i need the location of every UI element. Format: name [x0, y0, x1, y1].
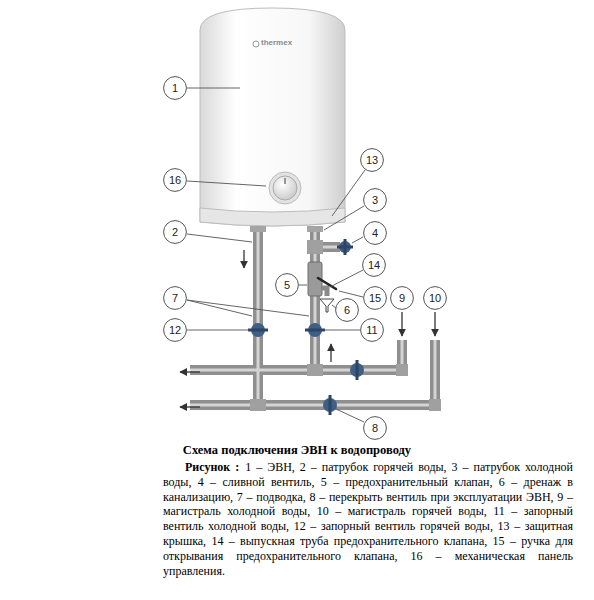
drain-funnel [320, 299, 334, 312]
callout-circle: 12 [163, 318, 187, 342]
callout-number: 7 [163, 286, 187, 310]
callout-circle: 9 [390, 286, 414, 310]
callout-number: 3 [363, 188, 387, 212]
flow-arrow [180, 371, 200, 372]
brand-logo: thermex [261, 38, 292, 47]
leader-line [187, 88, 240, 89]
callout-number: 13 [360, 148, 384, 172]
valve-handle [329, 395, 332, 415]
valve-handle [356, 360, 359, 380]
callout-circle: 8 [363, 416, 387, 440]
tee-fitting [396, 364, 408, 376]
callout-ring [391, 287, 414, 310]
callout-circle: 6 [335, 298, 359, 322]
protective-cover [200, 208, 345, 226]
valves [248, 239, 364, 415]
hot-outlet-nut [250, 226, 266, 232]
flow-arrow [434, 312, 435, 336]
callout-circle: 13 [360, 148, 384, 172]
logo-mark [253, 41, 259, 47]
leader-line [339, 291, 363, 297]
callout-ring [363, 254, 386, 277]
callout-ring [336, 299, 359, 322]
leader-line [352, 237, 363, 243]
pipe [190, 226, 435, 411]
callout-number: 5 [275, 273, 299, 297]
callout-number: 14 [362, 253, 386, 277]
callout-number: 16 [163, 168, 187, 192]
leader-line [187, 300, 309, 316]
leader-line [187, 330, 249, 331]
valve-handle [248, 329, 268, 332]
leader-line [187, 181, 266, 186]
callout-number: 6 [335, 298, 359, 322]
leader-line [187, 300, 252, 316]
flow-arrow [180, 406, 200, 407]
callout-circle: 7 [163, 286, 187, 310]
tee-fitting [429, 399, 441, 411]
caption-text: 1 – ЭВН, 2 – патрубок горячей воды, 3 – … [163, 460, 573, 578]
callout-number: 2 [163, 220, 187, 244]
leader-line [187, 234, 252, 242]
callout-circle: 14 [362, 253, 386, 277]
callout-number: 15 [363, 286, 387, 310]
cold-inlet-nut [307, 226, 323, 232]
callout-circle: 5 [275, 273, 299, 297]
callout-ring [164, 169, 187, 192]
tee-fitting [307, 240, 323, 254]
callout-ring [364, 417, 387, 440]
leader-line [336, 409, 364, 422]
callout-circle: 2 [163, 220, 187, 244]
leader-line [324, 206, 364, 230]
callout-number: 8 [363, 416, 387, 440]
leader-line [324, 330, 360, 331]
knob-mark [284, 178, 286, 184]
callout-ring [364, 222, 387, 245]
valve-lever [318, 278, 336, 289]
callout-circle: 1 [163, 76, 187, 100]
callout-number: 12 [163, 318, 187, 342]
tee-fitting [307, 364, 323, 376]
callout-circle: 10 [423, 286, 447, 310]
callout-ring [364, 287, 387, 310]
callout-number: 9 [390, 286, 414, 310]
callout-ring [361, 319, 384, 342]
valve-handle [305, 329, 325, 332]
diagram-title: Схема подключения ЭВН к водопроводу [0, 443, 594, 458]
leader-line [299, 285, 307, 286]
leader-line [330, 270, 363, 287]
valve-outlet-tube [322, 288, 327, 296]
pipe-highlight [190, 226, 435, 411]
caption-paragraph: Рисунок :1 – ЭВН, 2 – патрубок горячей в… [163, 460, 573, 578]
callout-number: 11 [360, 318, 384, 342]
heater-tank [200, 8, 345, 226]
flow-arrow [401, 312, 402, 336]
callout-ring [361, 149, 384, 172]
callout-circle: 11 [360, 318, 384, 342]
leader-line [332, 170, 365, 216]
callout-ring [424, 287, 447, 310]
callout-ring [164, 77, 187, 100]
flow-arrow [330, 344, 331, 362]
callout-ring [164, 319, 187, 342]
callout-number: 10 [423, 286, 447, 310]
callout-ring [364, 189, 387, 212]
callout-circle: 15 [363, 286, 387, 310]
control-knob-rim [269, 172, 301, 204]
callout-ring [164, 221, 187, 244]
callout-ring [164, 287, 187, 310]
callout-ring [276, 274, 299, 297]
control-knob [273, 176, 297, 200]
callout-circle: 16 [163, 168, 187, 192]
callout-number: 1 [163, 76, 187, 100]
tee-fitting [250, 399, 266, 411]
valve-handle [337, 239, 353, 255]
flow-arrow [243, 250, 244, 268]
callout-number: 4 [363, 221, 387, 245]
callout-circle: 4 [363, 221, 387, 245]
figure-label: Рисунок : [185, 460, 239, 474]
callout-circle: 3 [363, 188, 387, 212]
